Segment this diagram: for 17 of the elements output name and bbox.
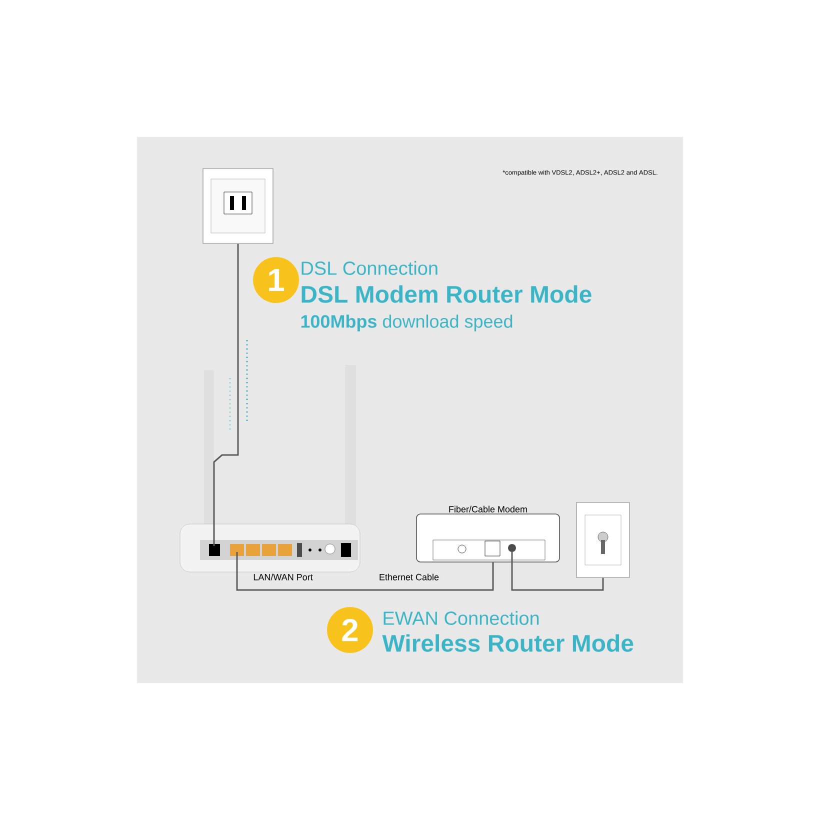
heading: Wireless Router Mode bbox=[382, 634, 634, 652]
node-label: Fiber/Cable Modem bbox=[449, 506, 527, 512]
edge-label: Ethernet Cable bbox=[380, 574, 439, 580]
cable bbox=[236, 552, 494, 591]
cable bbox=[213, 244, 239, 546]
heading: EWAN Connection bbox=[384, 611, 539, 625]
number-badge: 1 bbox=[253, 257, 299, 303]
router-drawing bbox=[180, 365, 360, 572]
phone-socket-drawing bbox=[202, 168, 274, 244]
port-label: LAN/WAN Port bbox=[254, 574, 313, 580]
modem-drawing: Fiber/Cable Modem bbox=[416, 506, 560, 562]
coax-socket-drawing bbox=[576, 502, 630, 578]
heading: DSL Modem Router Mode bbox=[302, 285, 592, 303]
subheading: 100Mbps download speed bbox=[301, 314, 512, 332]
heading: DSL Connection bbox=[302, 261, 438, 275]
number-badge: 2 bbox=[327, 607, 373, 653]
cable bbox=[511, 552, 604, 591]
